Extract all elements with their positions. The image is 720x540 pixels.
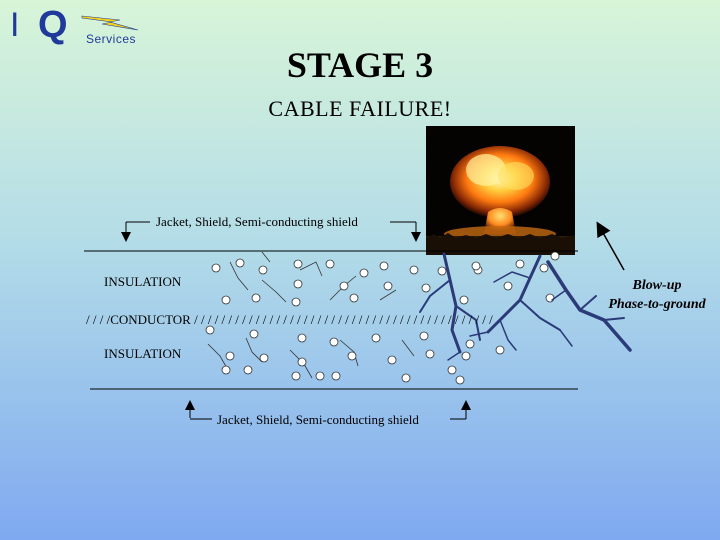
explosion-photo — [426, 126, 575, 255]
logo-letter-q: Q — [38, 4, 68, 46]
lightning-bolt-icon — [81, 15, 139, 31]
logo-letter-i: I — [10, 6, 20, 44]
top-shield-label: Jacket, Shield, Semi-conducting shield — [156, 214, 358, 229]
logo-services-text: Services — [86, 32, 137, 46]
insulation-bottom-label: INSULATION — [104, 346, 182, 361]
arrow-icon — [596, 221, 625, 271]
bottom-shield-label: Jacket, Shield, Semi-conducting shield — [217, 412, 419, 427]
page-title: STAGE 3 — [286, 45, 434, 85]
conductor-label: / / / /CONDUCTOR / / / / / / / / / / / /… — [86, 312, 493, 327]
electrical-tree-icon — [419, 252, 632, 361]
insulation-top-label: INSULATION — [104, 274, 182, 289]
page-subtitle: CABLE FAILURE! — [268, 96, 452, 121]
blowup-text: Blow-up — [632, 278, 682, 293]
phase-to-ground-text: Phase-to-ground — [608, 297, 706, 312]
blowup-label: Blow-up Phase-to-ground — [598, 276, 716, 314]
iq-services-logo: I Q Services — [6, 4, 146, 50]
